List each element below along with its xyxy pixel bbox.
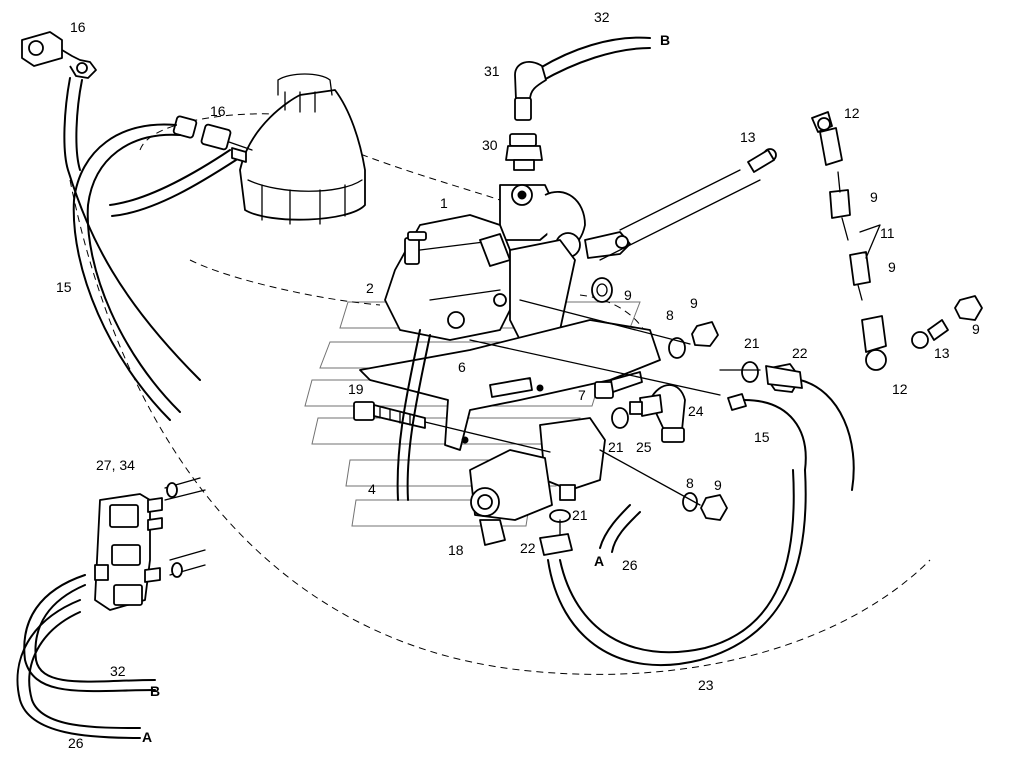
label-9-d: 9: [690, 295, 698, 311]
label-26-bottom: 26: [68, 735, 84, 751]
leader-lines: [469, 299, 761, 536]
label-18: 18: [448, 542, 464, 558]
label-25: 25: [636, 439, 652, 455]
label-24: 24: [688, 403, 704, 419]
label-B-top: B: [660, 32, 670, 48]
label-19: 19: [348, 381, 364, 397]
label-12-bottom: 12: [892, 381, 908, 397]
label-15-right: 15: [754, 429, 770, 445]
label-4: 4: [368, 481, 376, 497]
label-B-bottom: B: [150, 683, 160, 699]
label-13-top: 13: [740, 129, 756, 145]
label-21-c: 21: [572, 507, 588, 523]
label-12-top: 12: [844, 105, 860, 121]
label-2: 2: [366, 280, 374, 296]
label-9-f: 9: [714, 477, 722, 493]
label-9-b: 9: [888, 259, 896, 275]
union-fitting-16: [172, 115, 253, 163]
fluid-reservoir: [239, 73, 366, 225]
label-32-bottom: 32: [110, 663, 126, 679]
label-16-top: 16: [70, 19, 86, 35]
callout-labels: 16 16 15 32 B 31 30 1 2 6 19 4 18 13 12 …: [56, 9, 980, 751]
label-22-b: 22: [520, 540, 536, 556]
hose-15: [63, 77, 237, 421]
solenoid-valve-18: [469, 417, 606, 546]
label-21-b: 21: [608, 439, 624, 455]
label-21-a: 21: [744, 335, 760, 351]
label-26-mid: 26: [622, 557, 638, 573]
hose-32-26-lower-left: [16, 574, 156, 739]
label-A-mid: A: [594, 553, 604, 569]
solenoid-block-27-34: [94, 477, 206, 611]
background-dashed-outline: [69, 113, 931, 675]
label-8-b: 8: [686, 475, 694, 491]
elbow-31: [514, 61, 547, 121]
label-6: 6: [458, 359, 466, 375]
bracket-6: [359, 319, 661, 451]
label-11: 11: [880, 225, 895, 241]
label-22-a: 22: [792, 345, 808, 361]
label-9-a: 9: [870, 189, 878, 205]
label-13-right: 13: [934, 345, 950, 361]
label-8-a: 8: [666, 307, 674, 323]
fitting-30: [505, 133, 543, 171]
label-16-mid: 16: [210, 103, 226, 119]
fitting-25: [629, 394, 663, 417]
label-15-left: 15: [56, 279, 72, 295]
hose-15-right: [743, 365, 855, 491]
hose-32-top: [539, 36, 651, 83]
label-1: 1: [440, 195, 448, 211]
label-32-top: 32: [594, 9, 610, 25]
label-23: 23: [698, 677, 714, 693]
washers-and-nuts: [539, 277, 801, 556]
hose-23: [547, 469, 807, 667]
label-9-c: 9: [624, 287, 632, 303]
tube-4: [396, 329, 431, 501]
linkage-right: [599, 111, 983, 371]
label-7: 7: [578, 387, 586, 403]
tee-fitting-16: [21, 31, 97, 79]
label-A-bottom: A: [142, 729, 152, 745]
label-30: 30: [482, 137, 498, 153]
label-9-e: 9: [972, 321, 980, 337]
label-31: 31: [484, 63, 500, 79]
hose-26-right: [599, 504, 641, 553]
valve-body-1: [384, 184, 631, 341]
elbow-24: [649, 384, 686, 443]
label-27-34: 27, 34: [96, 457, 135, 473]
